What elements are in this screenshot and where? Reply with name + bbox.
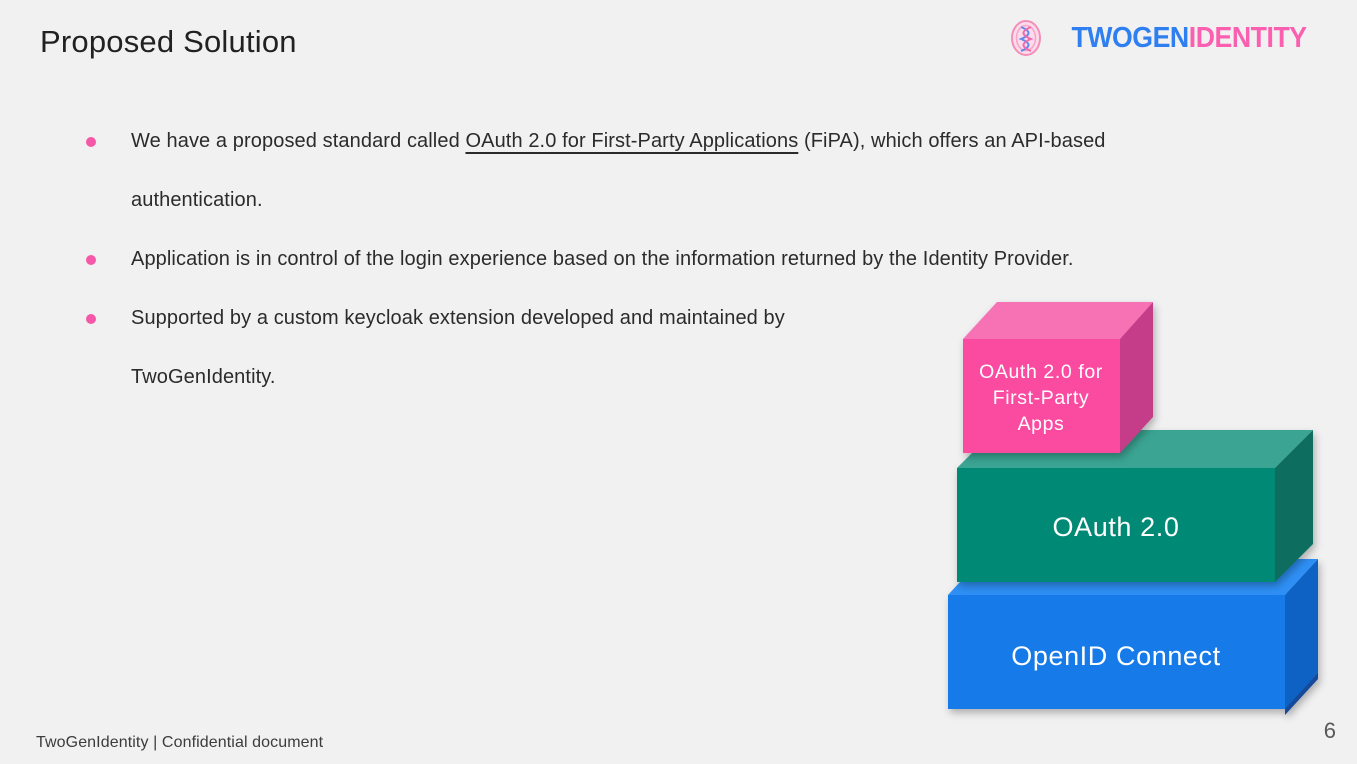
bullet-item: Application is in control of the login e…	[86, 230, 1196, 289]
fipa-top-face	[963, 302, 1153, 339]
bullet-dot-icon	[86, 255, 96, 265]
bullet-list: We have a proposed standard called OAuth…	[86, 112, 1196, 407]
oauth2-front-face	[957, 468, 1275, 582]
bullet-text-segment: Application is in control of the login e…	[131, 248, 1074, 270]
brand-logo-text: TWOGENIDENTITY	[1071, 21, 1308, 55]
oauth2-side-face	[1275, 430, 1313, 582]
fipa-front-face	[963, 339, 1120, 453]
page-title: Proposed Solution	[40, 24, 297, 59]
openid-connect-side-face	[1285, 559, 1318, 709]
brand-text-pink: IDENTITY	[1189, 21, 1307, 54]
bullet-dot-icon	[86, 314, 96, 324]
oauth2-block: OAuth 2.0	[957, 430, 1313, 582]
brand-logo: TWOGENIDENTITY	[1008, 18, 1307, 58]
bullet-text-segment: (FiPA), which offers an API-based authen…	[131, 130, 1106, 211]
fipa-spec-link[interactable]: OAuth 2.0 for First-Party Applications	[465, 130, 799, 152]
bullet-text-segment: We have a proposed standard called	[131, 130, 466, 152]
fingerprint-dna-icon	[1011, 20, 1042, 56]
page-number: 6	[1323, 718, 1336, 743]
brand-text-blue: TWOGEN	[1071, 21, 1190, 54]
bullet-text: Supported by a custom keycloak extension…	[131, 289, 821, 407]
bullet-item: We have a proposed standard called OAuth…	[86, 112, 1196, 230]
bullet-item: Supported by a custom keycloak extension…	[86, 289, 1196, 407]
oauth2-label: OAuth 2.0	[1053, 512, 1180, 542]
openid-connect-front-face	[948, 595, 1285, 709]
bullet-text: We have a proposed standard called OAuth…	[131, 112, 1191, 230]
footer-text: TwoGenIdentity | Confidential document	[36, 734, 324, 751]
fipa-side-face	[1120, 302, 1153, 453]
bullet-text: Application is in control of the login e…	[131, 230, 1074, 289]
openid-connect-block: OpenID Connect	[948, 559, 1318, 715]
bullet-text-segment: Supported by a custom keycloak extension…	[131, 307, 785, 388]
bullet-dot-icon	[86, 137, 96, 147]
openid-connect-label: OpenID Connect	[1011, 641, 1221, 671]
